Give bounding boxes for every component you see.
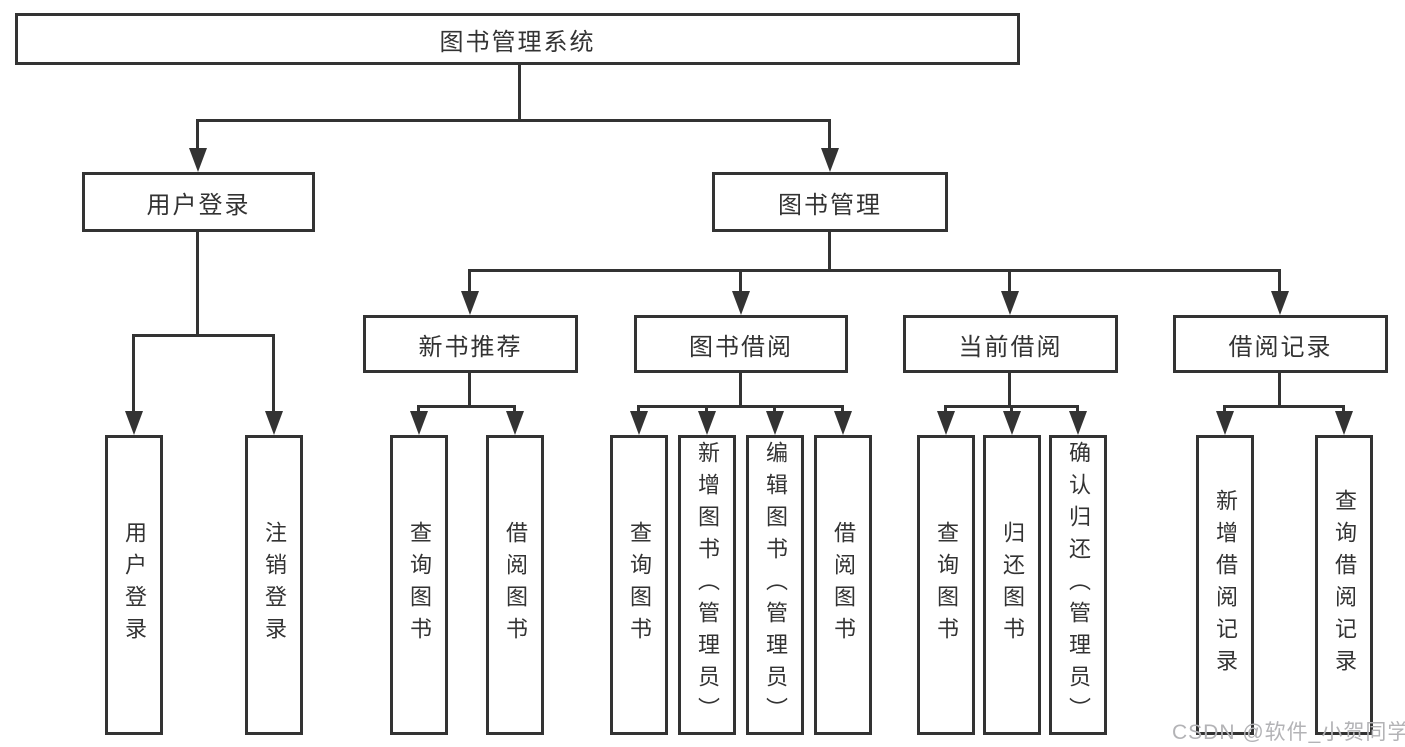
arrow-down-icon xyxy=(189,148,207,172)
connector-line xyxy=(1008,269,1011,294)
leaf-add-borrow-record: 新增借阅记录 xyxy=(1196,435,1254,735)
connector-line xyxy=(705,405,708,414)
connector-line xyxy=(773,405,776,414)
arrow-down-icon xyxy=(410,411,428,435)
arrow-down-icon xyxy=(937,411,955,435)
leaf-label: 用户登录 xyxy=(122,521,147,649)
leaf-label: 查询图书 xyxy=(627,521,652,649)
connector-line xyxy=(196,231,199,337)
connector-line xyxy=(1076,405,1079,414)
connector-line xyxy=(637,405,640,414)
leaf-edit-books-admin: 编辑图书（管理员） xyxy=(746,435,804,735)
node-user-login: 用户登录 xyxy=(82,172,315,232)
node-current-borrowing: 当前借阅 xyxy=(903,315,1118,373)
leaf-borrow-books-recommend: 借阅图书 xyxy=(486,435,544,735)
leaf-query-books-recommend: 查询图书 xyxy=(390,435,448,735)
arrow-down-icon xyxy=(1335,411,1353,435)
leaf-label: 查询图书 xyxy=(934,521,959,649)
node-book-borrowing: 图书借阅 xyxy=(634,315,848,373)
node-new-book-recommend: 新书推荐 xyxy=(363,315,578,373)
connector-line xyxy=(468,269,1281,272)
arrow-down-icon xyxy=(265,411,283,435)
connector-line xyxy=(272,334,275,413)
connector-line xyxy=(196,119,199,150)
leaf-logout: 注销登录 xyxy=(245,435,303,735)
arrow-down-icon xyxy=(125,411,143,435)
connector-line xyxy=(518,64,521,120)
watermark: CSDN @软件_小贺同学 xyxy=(1172,721,1405,744)
node-borrowing-records: 借阅记录 xyxy=(1173,315,1388,373)
connector-line xyxy=(637,405,844,408)
connector-line xyxy=(417,405,420,414)
leaf-label: 编辑图书（管理员） xyxy=(763,441,788,729)
leaf-confirm-return-admin: 确认归还（管理员） xyxy=(1049,435,1107,735)
connector-line xyxy=(196,119,831,122)
arrow-down-icon xyxy=(461,291,479,315)
leaf-add-books-admin: 新增图书（管理员） xyxy=(678,435,736,735)
leaf-label: 新增图书（管理员） xyxy=(695,441,720,729)
leaf-user-login: 用户登录 xyxy=(105,435,163,735)
leaf-borrow-books: 借阅图书 xyxy=(814,435,872,735)
node-label: 当前借阅 xyxy=(958,333,1063,361)
leaf-query-books-current: 查询图书 xyxy=(917,435,975,735)
connector-line xyxy=(1223,405,1226,414)
node-book-management-system: 图书管理系统 xyxy=(15,13,1020,65)
arrow-down-icon xyxy=(1003,411,1021,435)
connector-line xyxy=(1010,405,1013,414)
leaf-query-borrow-record: 查询借阅记录 xyxy=(1315,435,1373,735)
connector-line xyxy=(468,269,471,294)
leaf-label: 查询借阅记录 xyxy=(1332,489,1357,681)
arrow-down-icon xyxy=(1271,291,1289,315)
connector-line xyxy=(739,269,742,294)
leaf-label: 借阅图书 xyxy=(831,521,856,649)
arrow-down-icon xyxy=(630,411,648,435)
connector-line xyxy=(841,405,844,414)
leaf-return-books: 归还图书 xyxy=(983,435,1041,735)
arrow-down-icon xyxy=(732,291,750,315)
connector-line xyxy=(1278,372,1281,408)
node-label: 用户登录 xyxy=(146,191,251,219)
leaf-label: 借阅图书 xyxy=(503,521,528,649)
connector-line xyxy=(513,405,516,414)
connector-line xyxy=(1008,372,1011,408)
connector-line xyxy=(468,372,471,408)
arrow-down-icon xyxy=(834,411,852,435)
leaf-label: 归还图书 xyxy=(1000,521,1025,649)
leaf-label: 查询图书 xyxy=(407,521,432,649)
connector-line xyxy=(828,231,831,272)
arrow-down-icon xyxy=(506,411,524,435)
leaf-label: 新增借阅记录 xyxy=(1213,489,1238,681)
connector-line xyxy=(132,334,275,337)
node-label: 图书管理系统 xyxy=(439,28,596,56)
connector-line xyxy=(417,405,516,408)
arrow-down-icon xyxy=(821,148,839,172)
connector-line xyxy=(739,372,742,408)
connector-line xyxy=(1278,269,1281,294)
leaf-label: 注销登录 xyxy=(262,521,287,649)
connector-line xyxy=(1223,405,1345,408)
arrow-down-icon xyxy=(1069,411,1087,435)
node-label: 图书借阅 xyxy=(689,333,793,361)
leaf-query-books-borrow: 查询图书 xyxy=(610,435,668,735)
node-book-management: 图书管理 xyxy=(712,172,948,232)
connector-line xyxy=(828,119,831,150)
connector-line xyxy=(132,334,135,413)
node-label: 借阅记录 xyxy=(1228,333,1333,361)
arrow-down-icon xyxy=(1216,411,1234,435)
node-label: 新书推荐 xyxy=(418,333,523,361)
arrow-down-icon xyxy=(698,411,716,435)
node-label: 图书管理 xyxy=(778,191,882,219)
arrow-down-icon xyxy=(766,411,784,435)
arrow-down-icon xyxy=(1001,291,1019,315)
connector-line xyxy=(1342,405,1345,414)
leaf-label: 确认归还（管理员） xyxy=(1066,441,1091,729)
connector-line xyxy=(944,405,947,414)
